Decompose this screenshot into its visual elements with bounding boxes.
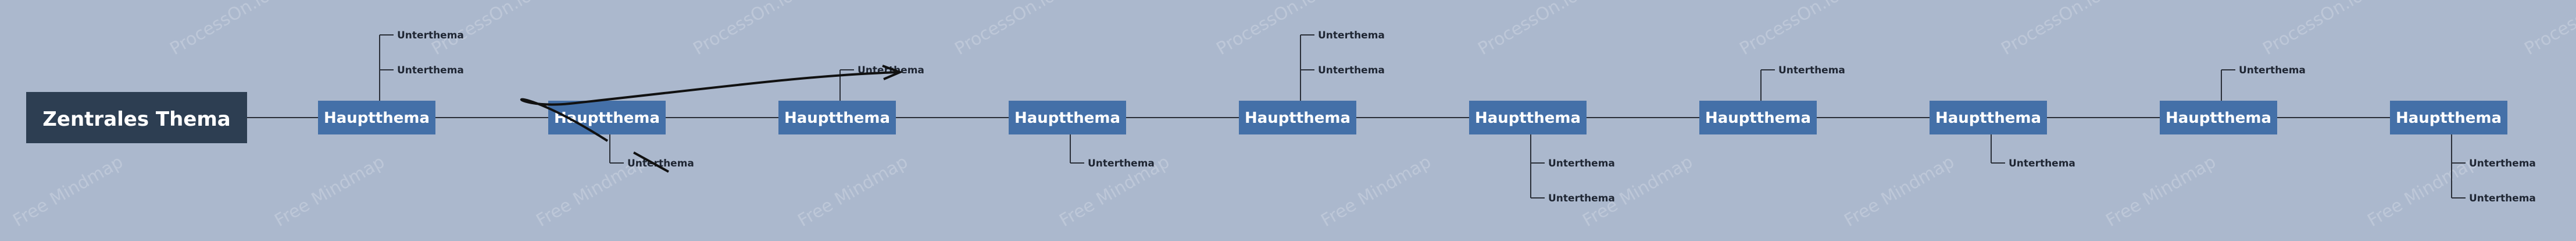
watermark-text: ProcessOn.io Free: [167, 0, 311, 59]
subtopic-label[interactable]: Unterthema: [1548, 158, 1615, 169]
main-topic-box[interactable]: [1239, 101, 1356, 134]
central-topic[interactable]: Zentrales Thema: [26, 92, 247, 143]
watermark-text: ProcessOn.io Free: [2521, 0, 2576, 59]
watermark-text: ProcessOn.io Free: [690, 0, 834, 59]
subtopic-label[interactable]: Unterthema: [1548, 193, 1615, 204]
main-topic-label: Hauptthema: [1014, 109, 1120, 127]
subtopic-label[interactable]: Unterthema: [2469, 158, 2536, 169]
watermark-text: Free Mindmap: [271, 152, 388, 231]
main-topic-label: Hauptthema: [1935, 109, 2041, 127]
subtopic-label[interactable]: Unterthema: [397, 30, 464, 41]
main-topic-label: Hauptthema: [1705, 109, 1811, 127]
node-layer: Zentrales Thema HauptthemaUnterthemaUnte…: [26, 30, 2536, 204]
main-topic[interactable]: Hauptthema: [1469, 101, 1587, 134]
watermark-text: ProcessOn.io Free: [1737, 0, 1881, 59]
central-topic-box[interactable]: [26, 92, 247, 143]
relation-arrow[interactable]: [520, 71, 899, 173]
subtopic-label[interactable]: Unterthema: [2239, 65, 2306, 76]
main-topic-label: Hauptthema: [2166, 109, 2271, 127]
main-topic[interactable]: Hauptthema: [1239, 101, 1356, 134]
main-topic-label: Hauptthema: [784, 109, 890, 127]
subtopic-label[interactable]: Unterthema: [397, 65, 464, 76]
main-topic-box[interactable]: [1469, 101, 1587, 134]
subtopic-label[interactable]: Unterthema: [2009, 158, 2075, 169]
main-topic-label: Hauptthema: [2396, 109, 2502, 127]
subtopic-label[interactable]: Unterthema: [1088, 158, 1155, 169]
main-topic[interactable]: Hauptthema: [1930, 101, 2047, 134]
main-topic[interactable]: Hauptthema: [1009, 101, 1126, 134]
watermark-text: ProcessOn.io Free: [1998, 0, 2142, 59]
main-topic-box[interactable]: [778, 101, 896, 134]
main-topic-label: Hauptthema: [324, 109, 430, 127]
main-topic-box[interactable]: [2390, 101, 2507, 134]
main-topic[interactable]: Hauptthema: [318, 101, 435, 134]
watermark-text: Free Mindmap: [1841, 152, 1958, 231]
main-topic[interactable]: Hauptthema: [778, 101, 896, 134]
main-topic[interactable]: Hauptthema: [1699, 101, 1817, 134]
main-topic-box[interactable]: [1009, 101, 1126, 134]
central-topic-label: Zentrales Thema: [42, 108, 231, 131]
watermark-text: ProcessOn.io Free: [2260, 0, 2404, 59]
subtopic-label[interactable]: Unterthema: [2469, 193, 2536, 204]
subtopic-label[interactable]: Unterthema: [1778, 65, 1845, 76]
subtopic-label[interactable]: Unterthema: [1318, 65, 1385, 76]
main-topic-box[interactable]: [318, 101, 435, 134]
main-topic-box[interactable]: [2160, 101, 2277, 134]
main-topic[interactable]: Hauptthema: [548, 101, 666, 134]
watermark-text: Free Mindmap: [795, 152, 912, 231]
watermark-text: ProcessOn.io Free: [952, 0, 1096, 59]
watermark-text: Free Mindmap: [1318, 152, 1435, 231]
subtopic-label[interactable]: Unterthema: [627, 158, 694, 169]
main-topic-box[interactable]: [1699, 101, 1817, 134]
main-topic[interactable]: Hauptthema: [2160, 101, 2277, 134]
main-topic-label: Hauptthema: [1475, 109, 1581, 127]
watermark-text: ProcessOn.io Free: [1475, 0, 1619, 59]
main-topic[interactable]: Hauptthema: [2390, 101, 2507, 134]
main-topic-label: Hauptthema: [1245, 109, 1350, 127]
watermark-text: Free Mindmap: [10, 152, 127, 231]
watermark-text: Free Mindmap: [2103, 152, 2220, 231]
main-topic-label: Hauptthema: [554, 109, 660, 127]
relation-arrow-head: [882, 65, 903, 80]
main-topic-box[interactable]: [1930, 101, 2047, 134]
watermark-text: Free Mindmap: [2364, 152, 2481, 231]
subtopic-label[interactable]: Unterthema: [1318, 30, 1385, 41]
